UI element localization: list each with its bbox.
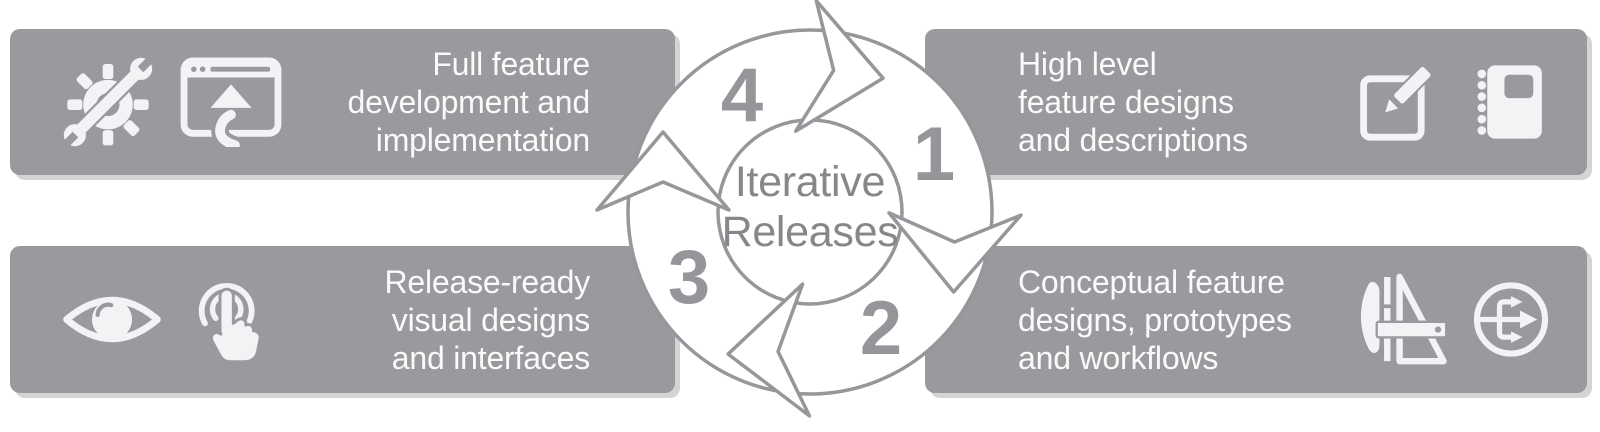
- panel-release-ready-visual-designs: Release-ready visual designs and interfa…: [10, 246, 675, 393]
- cycle-title: Iterative Releases: [722, 157, 899, 257]
- panel-tr-icons: [1358, 61, 1552, 143]
- drafting-tools-icon: [1360, 273, 1448, 364]
- panel-bl-line: and interfaces: [391, 339, 590, 376]
- panel-bl-line: visual designs: [391, 301, 590, 338]
- panel-tl-line: Full feature: [432, 46, 590, 82]
- panel-tl-line: implementation: [375, 122, 590, 158]
- panel-tl-icons: [62, 56, 282, 148]
- panel-tr-line: and descriptions: [1018, 122, 1248, 158]
- cycle-title-line: Releases: [721, 208, 899, 256]
- gear-wrench-icon: [62, 56, 154, 148]
- panel-br-line: Conceptual feature: [1018, 263, 1285, 300]
- browser-upload-icon: [180, 57, 282, 147]
- panel-full-feature-development: Full feature development and implementat…: [10, 29, 675, 175]
- panel-conceptual-feature-designs: Conceptual feature designs, prototypes a…: [925, 246, 1587, 393]
- step-number-4: 4: [720, 53, 764, 138]
- workflow-branch-icon: [1473, 282, 1549, 357]
- cycle-arrow-bottom: [722, 282, 812, 422]
- panel-br-line: and workflows: [1018, 339, 1219, 376]
- spiral-notebook-icon: [1477, 65, 1542, 139]
- panel-bl-line: Release-ready: [384, 263, 590, 300]
- panel-br-line: designs, prototypes: [1018, 301, 1292, 338]
- panel-bl-icons: [62, 275, 270, 365]
- edit-compose-icon: [1360, 65, 1433, 141]
- panel-high-level-feature-designs: High level feature designs and descripti…: [925, 29, 1587, 175]
- panel-tr-text: High level feature designs and descripti…: [1018, 45, 1248, 159]
- step-number-2: 2: [859, 286, 903, 371]
- touch-gesture-icon: [198, 282, 262, 363]
- panel-tl-line: development and: [347, 84, 590, 120]
- eye-icon: [63, 296, 161, 343]
- panel-br-icons: [1349, 271, 1552, 368]
- panel-tl-text: Full feature development and implementat…: [347, 45, 590, 159]
- cycle-title-line: Iterative: [734, 158, 886, 206]
- panel-bl-text: Release-ready visual designs and interfa…: [384, 263, 590, 377]
- panel-br-text: Conceptual feature designs, prototypes a…: [1018, 263, 1292, 377]
- panel-tr-line: feature designs: [1018, 84, 1234, 120]
- step-number-3: 3: [667, 235, 711, 320]
- cycle-arrow-top: [793, 0, 896, 146]
- panel-tr-line: High level: [1018, 46, 1157, 82]
- step-number-1: 1: [912, 112, 956, 197]
